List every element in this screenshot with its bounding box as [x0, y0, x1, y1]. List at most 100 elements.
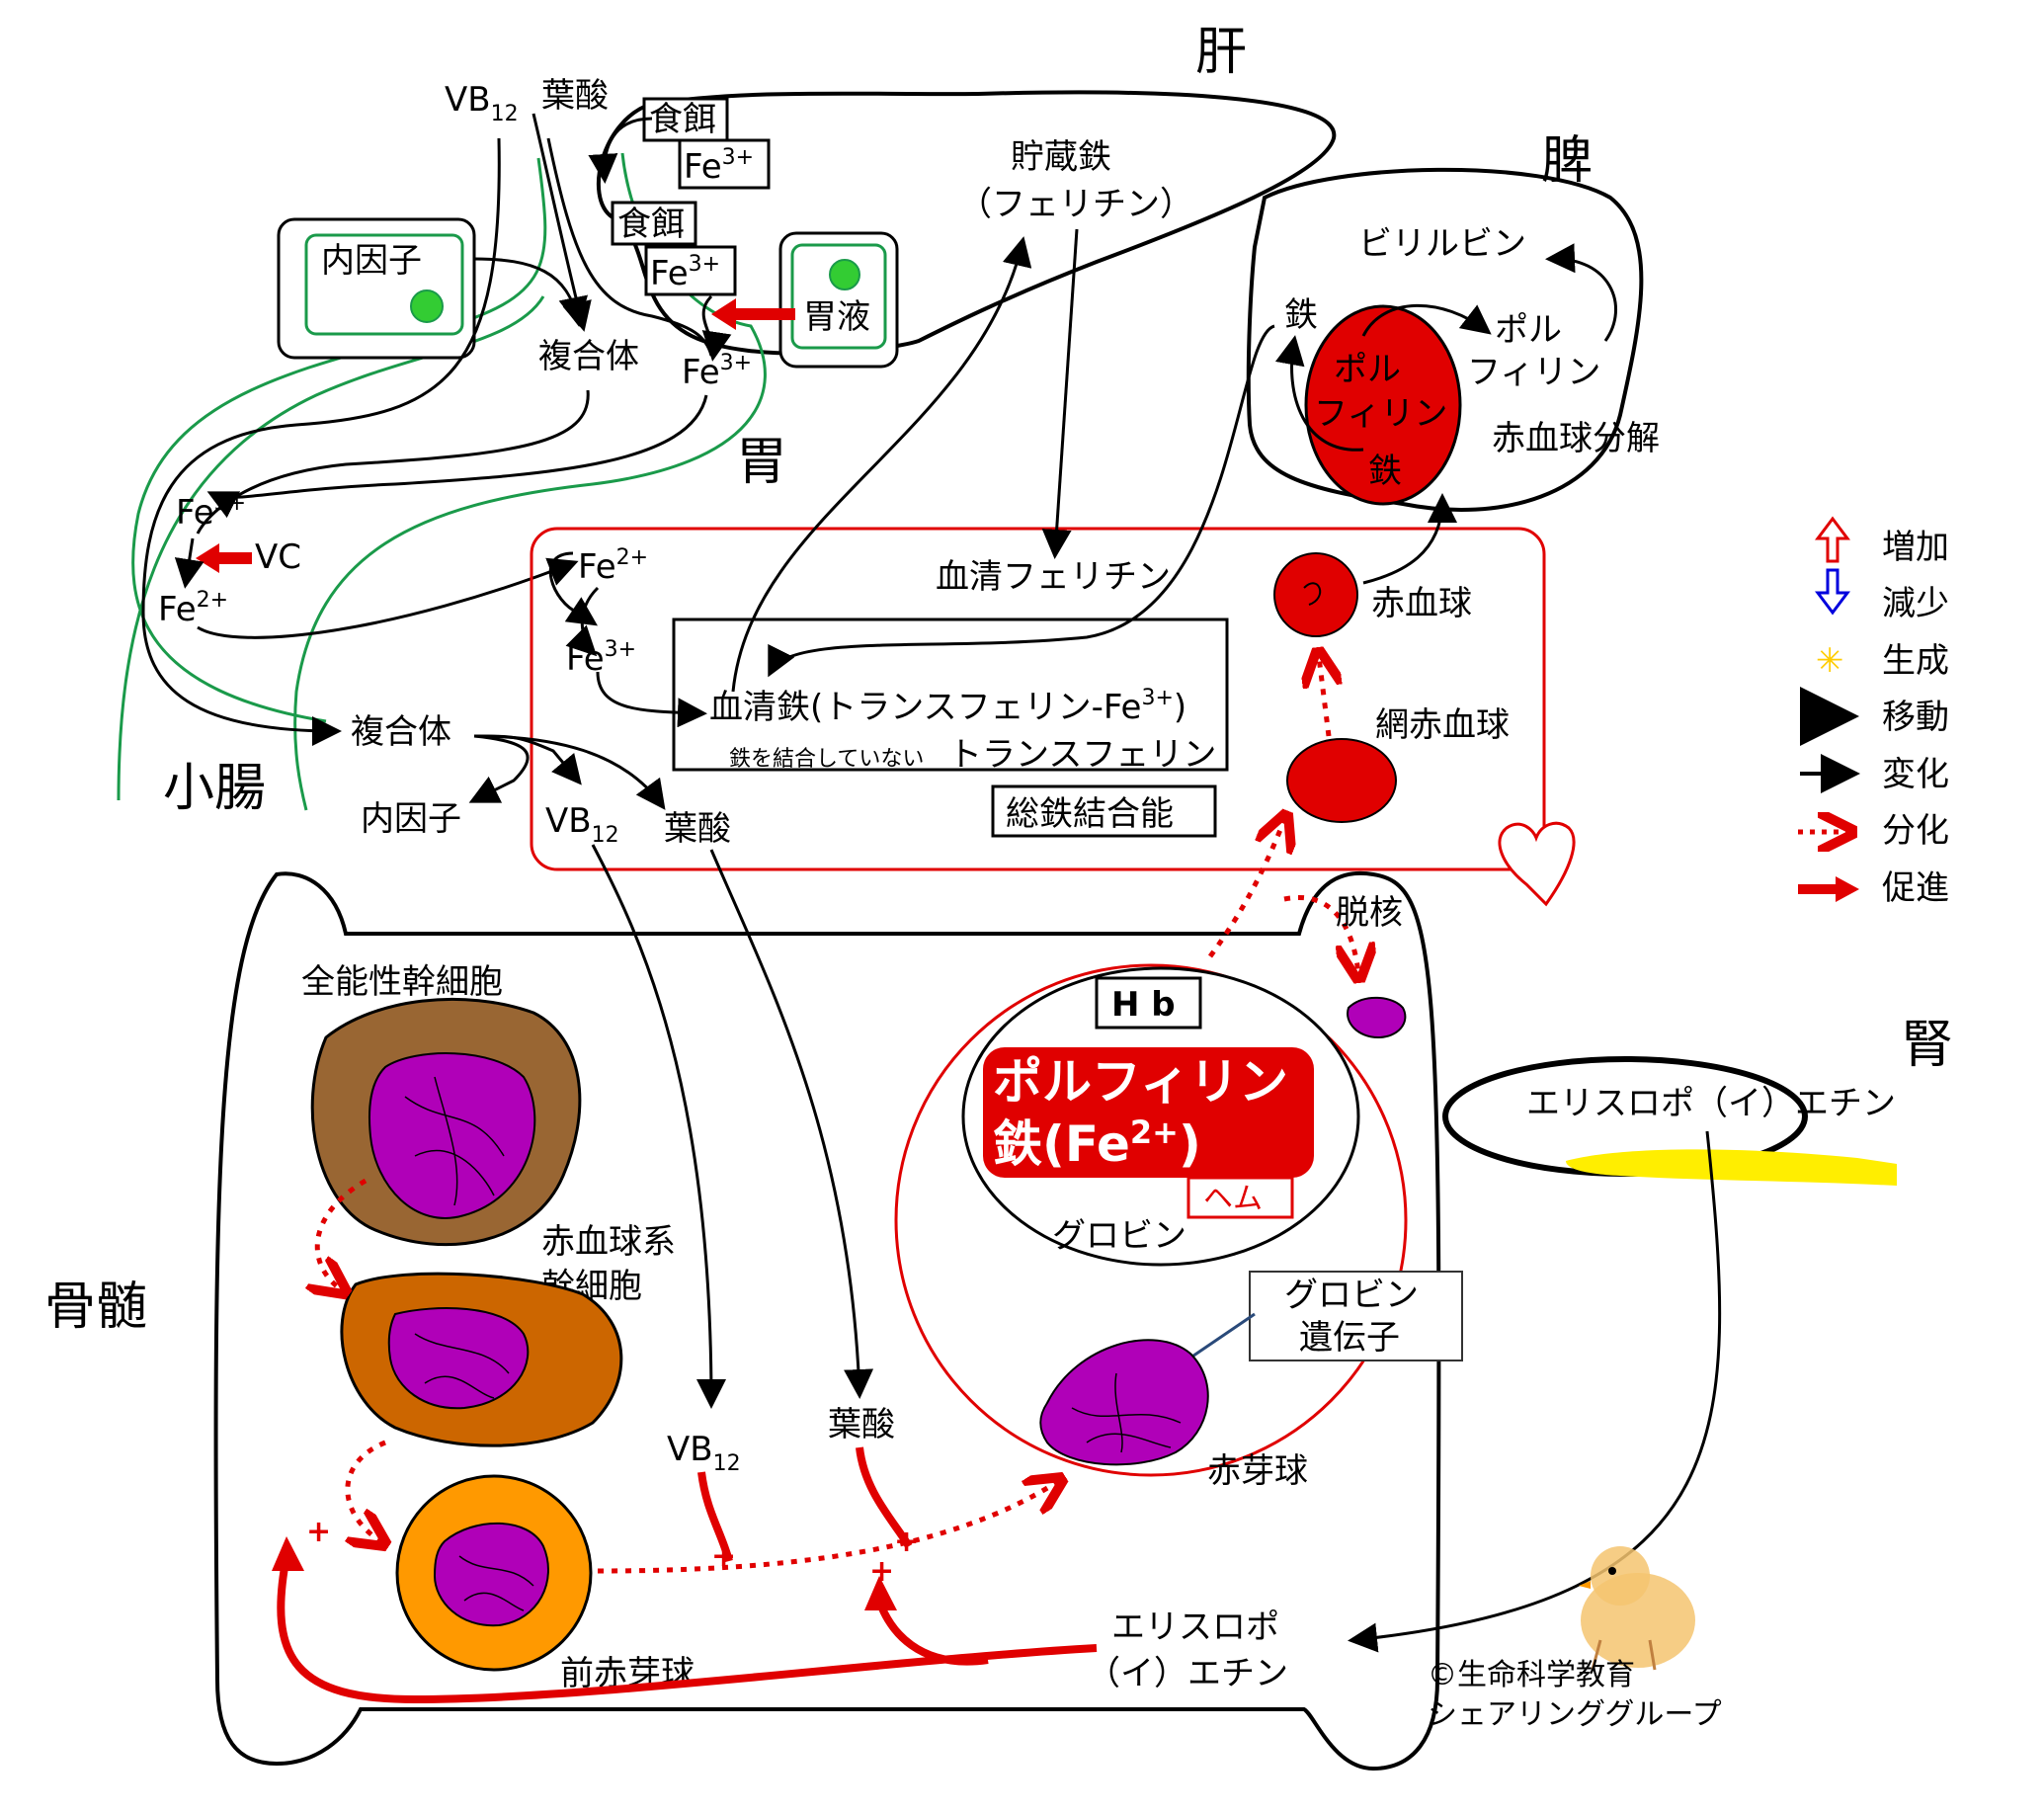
folate-blood-label: 葉酸 [664, 809, 731, 849]
globin-gene-box [1249, 1271, 1463, 1361]
vc-label: VC [255, 537, 301, 577]
erythroid-stem-nucleus [387, 1307, 530, 1410]
food-box-1 [642, 97, 729, 142]
promote-epo-icon-1: + [306, 1515, 331, 1549]
erythroid-stem-label-1: 赤血球系 [541, 1222, 676, 1262]
fe3-label-1: Fe3+ [684, 145, 754, 187]
spleen-outline [1246, 167, 1644, 512]
fe3-blood-label: Fe3+ [566, 637, 636, 679]
food-label-1: 食餌 [649, 100, 716, 139]
epo-marrow-label-2: （イ）エチン [1087, 1654, 1288, 1693]
digestive-tract: 胃 小腸 VB12 葉酸 食餌 Fe3+ 食餌 Fe3+ Fe3+ 内因子 複合… [117, 76, 899, 818]
heme-tag-box [1186, 1176, 1294, 1219]
free-transferrin-small-label: 鉄を結合していない [729, 747, 924, 772]
kidney-epo-label: エリスロポ（イ）エチン [1526, 1084, 1896, 1123]
stomach-label: 胃 [736, 433, 787, 492]
gastric-cell-inner [790, 243, 887, 350]
vb12-intake-label: VB12 [445, 80, 519, 126]
serum-ferritin-label: 血清フェリチン [936, 557, 1171, 597]
erythroblast-label: 赤芽球 [1207, 1451, 1308, 1491]
hb-box [1095, 976, 1202, 1030]
star-icon: ✳ [1816, 641, 1844, 681]
legend-item-promote: 促進 [1798, 868, 1949, 908]
intrinsic-factor-freed-label: 内因子 [361, 799, 461, 839]
spleen-cell-porphyrin-1: ポル [1334, 350, 1401, 389]
spleen-red-cell [1304, 304, 1462, 506]
ferritin-label: （フェリチン） [958, 185, 1193, 224]
blood-compartment: Fe2+ Fe3+ 血清フェリチン 血清鉄(トランスフェリン-Fe3+) 鉄を結… [351, 228, 1576, 907]
spleen-iron-label-cell: 鉄 [1368, 452, 1402, 491]
liver-label: 肝 [1195, 23, 1247, 82]
rbc-label: 赤血球 [1371, 584, 1472, 623]
intrinsic-factor-label: 内因子 [321, 241, 422, 281]
gastric-cell-nucleus [829, 259, 860, 290]
intrinsic-factor-nucleus [410, 289, 444, 323]
heart-icon [1498, 821, 1576, 907]
globin-gene-label-1: グロビン [1284, 1276, 1419, 1315]
expelled-nucleus [1347, 996, 1407, 1039]
free-transferrin-label: トランスフェリン [948, 735, 1216, 775]
tibc-label: 総鉄結合能 [1006, 794, 1174, 834]
complex-stomach-label: 複合体 [538, 337, 639, 376]
fe3-label-3: Fe3+ [682, 351, 752, 392]
heme-iron-label: 鉄(Fe2+) [993, 1113, 1201, 1173]
increase-icon [1815, 516, 1850, 563]
spleen-cell-porphyrin-2: フィリン [1314, 394, 1447, 434]
totipotent-label: 全能性幹細胞 [301, 962, 503, 1002]
legend-label-promote: 促進 [1882, 868, 1949, 908]
legend-label-differentiate: 分化 [1882, 811, 1949, 851]
globin-gene-label-2: 遺伝子 [1299, 1318, 1400, 1358]
fe2-blood-label: Fe2+ [578, 545, 648, 587]
credit-line-2: シェアリンググループ [1428, 1697, 1722, 1732]
totipotent-nucleus [368, 1052, 536, 1219]
erythroblast-outline [894, 963, 1408, 1477]
kidney-label: 腎 [1902, 1016, 1953, 1075]
legend-item-move: 移動 [1800, 687, 1949, 746]
storage-iron-label: 貯蔵鉄 [1011, 137, 1111, 177]
globin-label: グロビン [1052, 1216, 1186, 1256]
erythroblast-nucleus [1039, 1339, 1209, 1466]
heme-box [983, 1047, 1314, 1178]
legend-label-decrease: 減少 [1882, 584, 1949, 623]
rbc-breakdown-label: 赤血球分解 [1492, 419, 1660, 458]
porphyrin-out-2: フィリン [1467, 353, 1600, 392]
bone-marrow: 骨髄 全能性幹細胞 赤血球系 幹細胞 前赤芽球 H b ポルフィリン 鉄(Fe2… [44, 820, 1463, 1772]
legend-item-decrease: 減少 [1815, 568, 1949, 623]
complex-intestine-label: 複合体 [351, 712, 451, 752]
folate-marrow-label: 葉酸 [828, 1405, 895, 1444]
legend-label-generate: 生成 [1882, 641, 1949, 681]
credit-line-1: ©生命科学教育 [1428, 1658, 1635, 1692]
chick-illustration [1579, 1546, 1695, 1671]
folate-intake-label: 葉酸 [541, 76, 609, 116]
kidney: 腎 エリスロポ（イ）エチン [1348, 1016, 1953, 1653]
small-intestine-label: 小腸 [163, 759, 266, 818]
food-box-2 [611, 201, 697, 246]
serum-iron-label: 血清鉄(トランスフェリン-Fe3+) [709, 686, 1186, 727]
promote-vb12-icon: + [711, 1539, 736, 1574]
epo-marrow-label-1: エリスロポ [1111, 1608, 1279, 1647]
blood-vessel-outline [530, 527, 1546, 871]
bilirubin-label: ビリルビン [1358, 224, 1526, 264]
proerythroblast-nucleus [433, 1522, 549, 1627]
enucleation-label: 脱核 [1336, 893, 1403, 933]
spleen-label: 脾 [1541, 131, 1593, 191]
fe3-box-2 [644, 245, 737, 296]
legend-label-move: 移動 [1882, 698, 1949, 737]
spleen: 脾 ビリルビン 鉄 ポル フィリン 鉄 ポル フィリン 赤血球分解 [1246, 131, 1660, 512]
reticulocyte-cell [1286, 738, 1397, 823]
reticulocyte-label: 網赤血球 [1375, 705, 1510, 745]
tibc-box [991, 784, 1217, 838]
fe3-box-1 [678, 138, 771, 190]
heme-tag-label: ヘム [1203, 1182, 1263, 1216]
spleen-iron-label-top: 鉄 [1284, 295, 1318, 335]
kidney-medulla [1566, 1149, 1897, 1186]
promote-epo-icon-2: + [869, 1554, 894, 1589]
bone-marrow-outline [213, 870, 1441, 1772]
porphyrin-out-1: ポル [1495, 310, 1562, 350]
heme-porphyrin-label: ポルフィリン [993, 1053, 1288, 1111]
bone-marrow-label: 骨髄 [44, 1278, 147, 1337]
promote-folate-icon: + [894, 1525, 919, 1559]
fe2-intestine-label: Fe2+ [158, 588, 228, 629]
